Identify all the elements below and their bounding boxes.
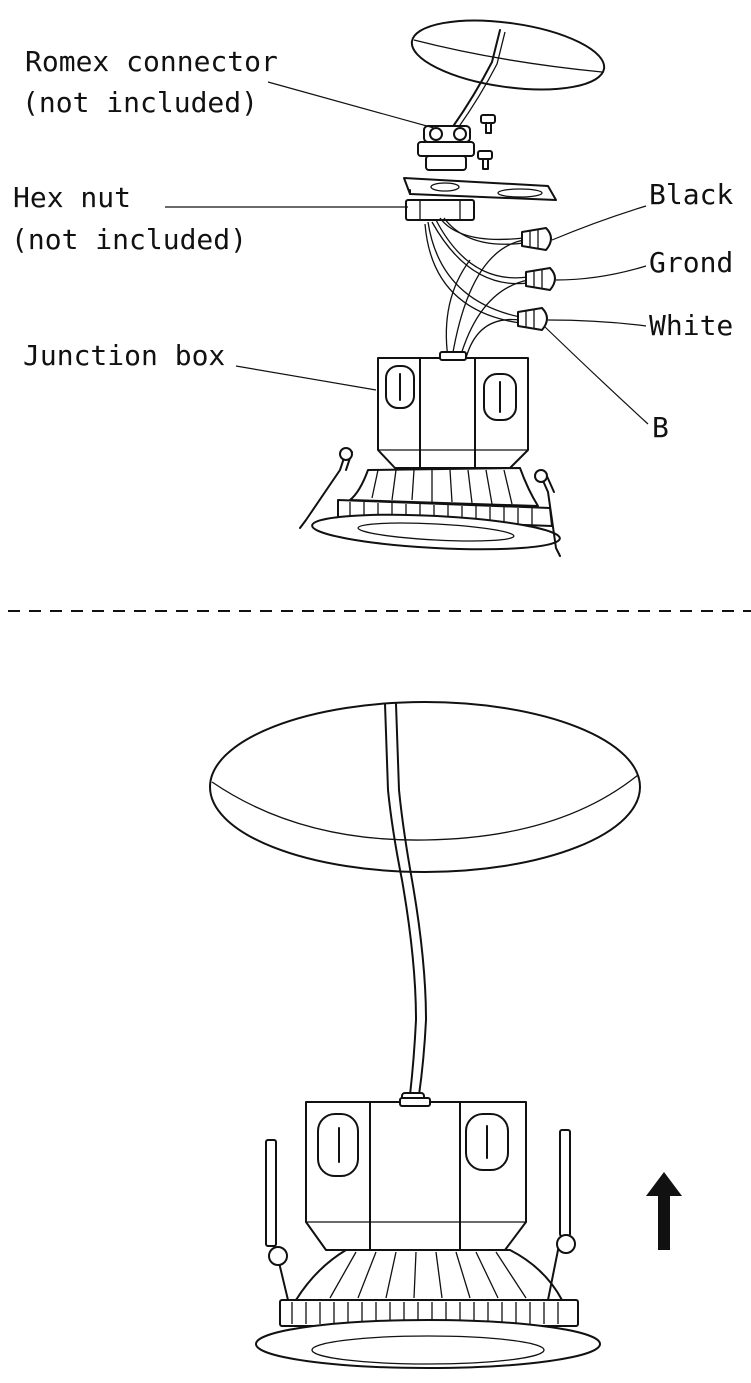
label-ground-wire: Grond [649, 246, 733, 279]
label-romex-connector: Romex connector [25, 45, 278, 78]
junction-box-top [377, 351, 529, 469]
junction-box-bottom [305, 1097, 527, 1251]
supply-cable-top [451, 29, 501, 129]
label-junction-box: Junction box [23, 339, 225, 372]
romex-connector [417, 125, 475, 171]
ceiling-disc-bottom [209, 701, 641, 873]
wire-bundle [424, 217, 529, 359]
wire-nut-white [517, 307, 548, 331]
label-black-wire: Black [649, 178, 733, 211]
assembled-view [209, 701, 682, 1369]
mounting-plate [403, 177, 557, 201]
leader-lines [165, 81, 649, 425]
supply-cable-bottom [384, 703, 417, 1096]
wire-nut-ground [525, 267, 556, 291]
ceiling-disc-top [410, 19, 606, 91]
wire-nut-black [521, 227, 552, 251]
hex-nut [405, 199, 475, 221]
exploded-view: Romex connector (not included) Hex nut (… [11, 19, 733, 557]
downlight-fixture-top [299, 447, 561, 557]
label-white-wire: White [649, 309, 733, 342]
label-hex-nut-not-included: (not included) [11, 223, 247, 256]
label-b: B [652, 411, 669, 444]
arrow-up-icon [646, 1172, 682, 1250]
downlight-fixture-bottom [255, 1129, 601, 1369]
label-hex-nut: Hex nut [13, 181, 131, 214]
mounting-screws [477, 114, 496, 170]
label-romex-not-included: (not included) [22, 86, 258, 119]
